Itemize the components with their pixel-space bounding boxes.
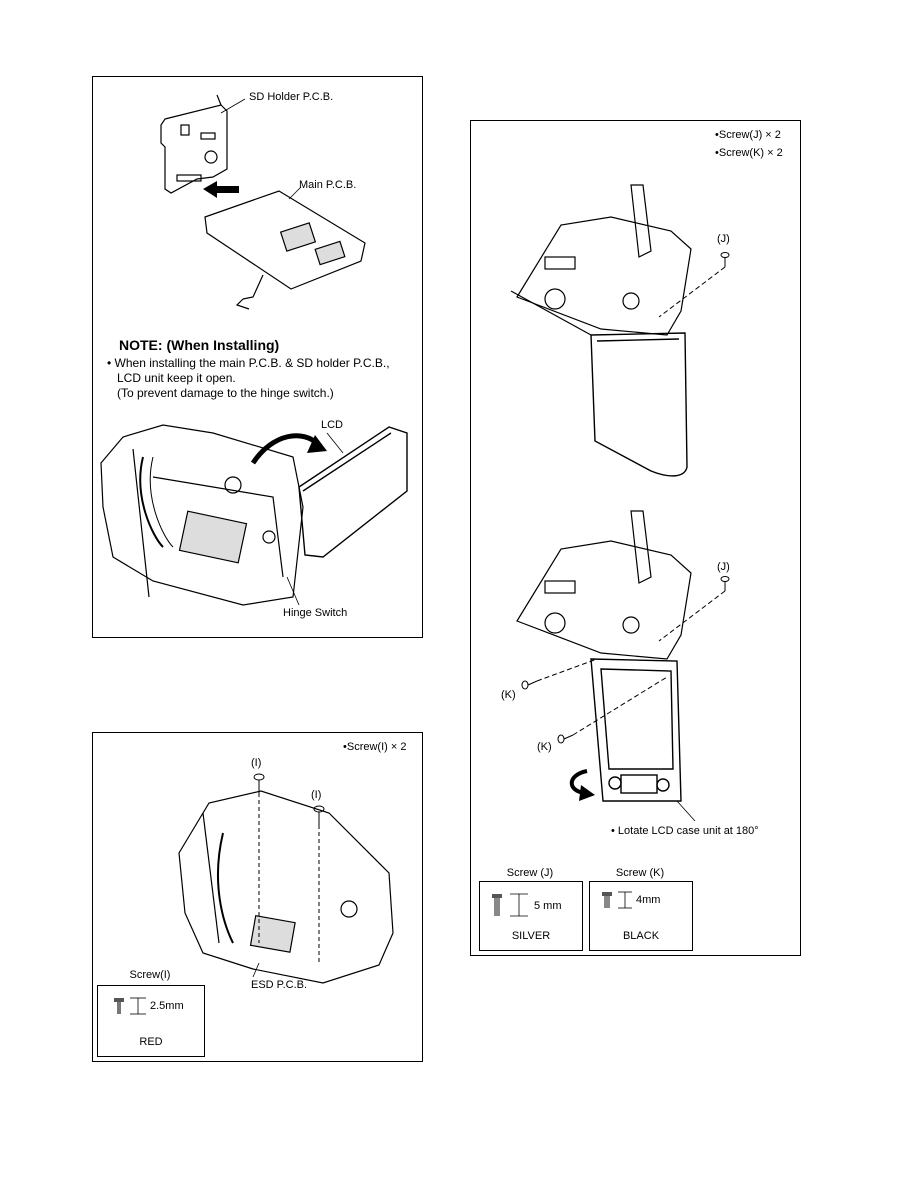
esd-leader bbox=[252, 962, 260, 978]
screw-j-spec-title: Screw (J) bbox=[506, 867, 554, 879]
lcd-panel-drawing bbox=[298, 426, 408, 558]
main-pcb-drawing bbox=[204, 190, 366, 310]
hinge-leader bbox=[286, 576, 300, 606]
screw-i-1-icon bbox=[253, 773, 265, 943]
panel-lcd-case: •Screw(J) × 2 •Screw(K) × 2 (J) (J) (K) … bbox=[470, 120, 801, 956]
lcd-label: LCD bbox=[321, 419, 344, 431]
screw-k-2-icon bbox=[557, 676, 668, 744]
screw-i-spec-box: 2.5mm RED bbox=[97, 985, 205, 1057]
hinge-assembly-drawing-1 bbox=[510, 184, 692, 336]
sd-holder-label: SD Holder P.C.B. bbox=[249, 91, 334, 103]
screw-k-size: 4mm bbox=[636, 894, 661, 906]
screw-i-size: 2.5mm bbox=[150, 1000, 184, 1012]
screw-k-color: BLACK bbox=[622, 930, 660, 942]
camcorder-body-drawing-2 bbox=[178, 790, 394, 984]
main-pcb-label: Main P.C.B. bbox=[299, 179, 357, 191]
esd-pcb-illustration bbox=[178, 773, 394, 984]
lcd-case-drawing-1 bbox=[590, 332, 688, 477]
screw-j-1-icon bbox=[658, 252, 730, 318]
lcd-case-frame-drawing-2 bbox=[590, 658, 682, 802]
screw-i-quantity: •Screw(I) × 2 bbox=[343, 741, 407, 753]
open-lcd-arrowhead-icon bbox=[307, 435, 327, 453]
sd-holder-pcb-drawing bbox=[160, 94, 228, 194]
screw-j-size: 5 mm bbox=[534, 900, 562, 912]
callout-k-1: (K) bbox=[501, 689, 516, 701]
screw-j-quantity: •Screw(J) × 2 bbox=[715, 129, 781, 141]
screw-i-2-icon bbox=[313, 805, 325, 963]
callout-i-2: (I) bbox=[311, 789, 322, 801]
lcd-leader bbox=[326, 432, 344, 454]
callout-j-1: (J) bbox=[717, 233, 730, 245]
screw-j-spec-box: 5 mm SILVER bbox=[479, 881, 583, 951]
callout-i-1: (I) bbox=[251, 757, 262, 769]
screw-i-color: RED bbox=[139, 1036, 163, 1048]
screw-j-2-icon bbox=[658, 576, 730, 642]
note-line-1: • When installing the main P.C.B. & SD h… bbox=[107, 356, 390, 370]
main-pcb-leader bbox=[288, 186, 302, 200]
lcd-case-illustration bbox=[510, 184, 730, 822]
callout-j-2: (J) bbox=[717, 561, 730, 573]
screw-k-quantity: •Screw(K) × 2 bbox=[715, 147, 783, 159]
sd-holder-leader bbox=[220, 98, 246, 114]
screw-k-spec-title: Screw (K) bbox=[615, 867, 665, 879]
camcorder-body-drawing bbox=[100, 424, 304, 606]
panel-esd-pcb: •Screw(I) × 2 (I) (I) ESD P.C.B. Screw(I… bbox=[92, 732, 423, 1062]
hinge-assembly-drawing-2 bbox=[516, 510, 692, 660]
rotate-note: • Lotate LCD case unit at 180° bbox=[611, 825, 759, 837]
hinge-switch-label: Hinge Switch bbox=[283, 607, 348, 619]
screw-k-spec-box: 4mm BLACK bbox=[589, 881, 693, 951]
install-arrow-icon bbox=[203, 181, 239, 198]
pcb-install-illustration bbox=[100, 94, 408, 606]
note-title: NOTE: (When Installing) bbox=[119, 337, 280, 353]
callout-k-2: (K) bbox=[537, 741, 552, 753]
screw-i-spec-title: Screw(I) bbox=[129, 969, 171, 981]
rotate-note-leader bbox=[676, 800, 696, 822]
screw-i-spec-icon bbox=[114, 997, 146, 1015]
screw-j-spec-icon bbox=[492, 893, 528, 917]
screw-k-spec-icon bbox=[602, 891, 632, 909]
rotate-arrowhead-icon bbox=[579, 785, 595, 801]
note-line-2: LCD unit keep it open. bbox=[117, 371, 236, 385]
screw-k-1-icon bbox=[521, 658, 598, 690]
panel-pcb-install: SD Holder P.C.B. Main P.C.B. NOTE: (When… bbox=[92, 76, 423, 638]
screw-j-color: SILVER bbox=[511, 930, 551, 942]
note-line-3: (To prevent damage to the hinge switch.) bbox=[117, 386, 334, 400]
esd-pcb-label: ESD P.C.B. bbox=[251, 979, 308, 991]
